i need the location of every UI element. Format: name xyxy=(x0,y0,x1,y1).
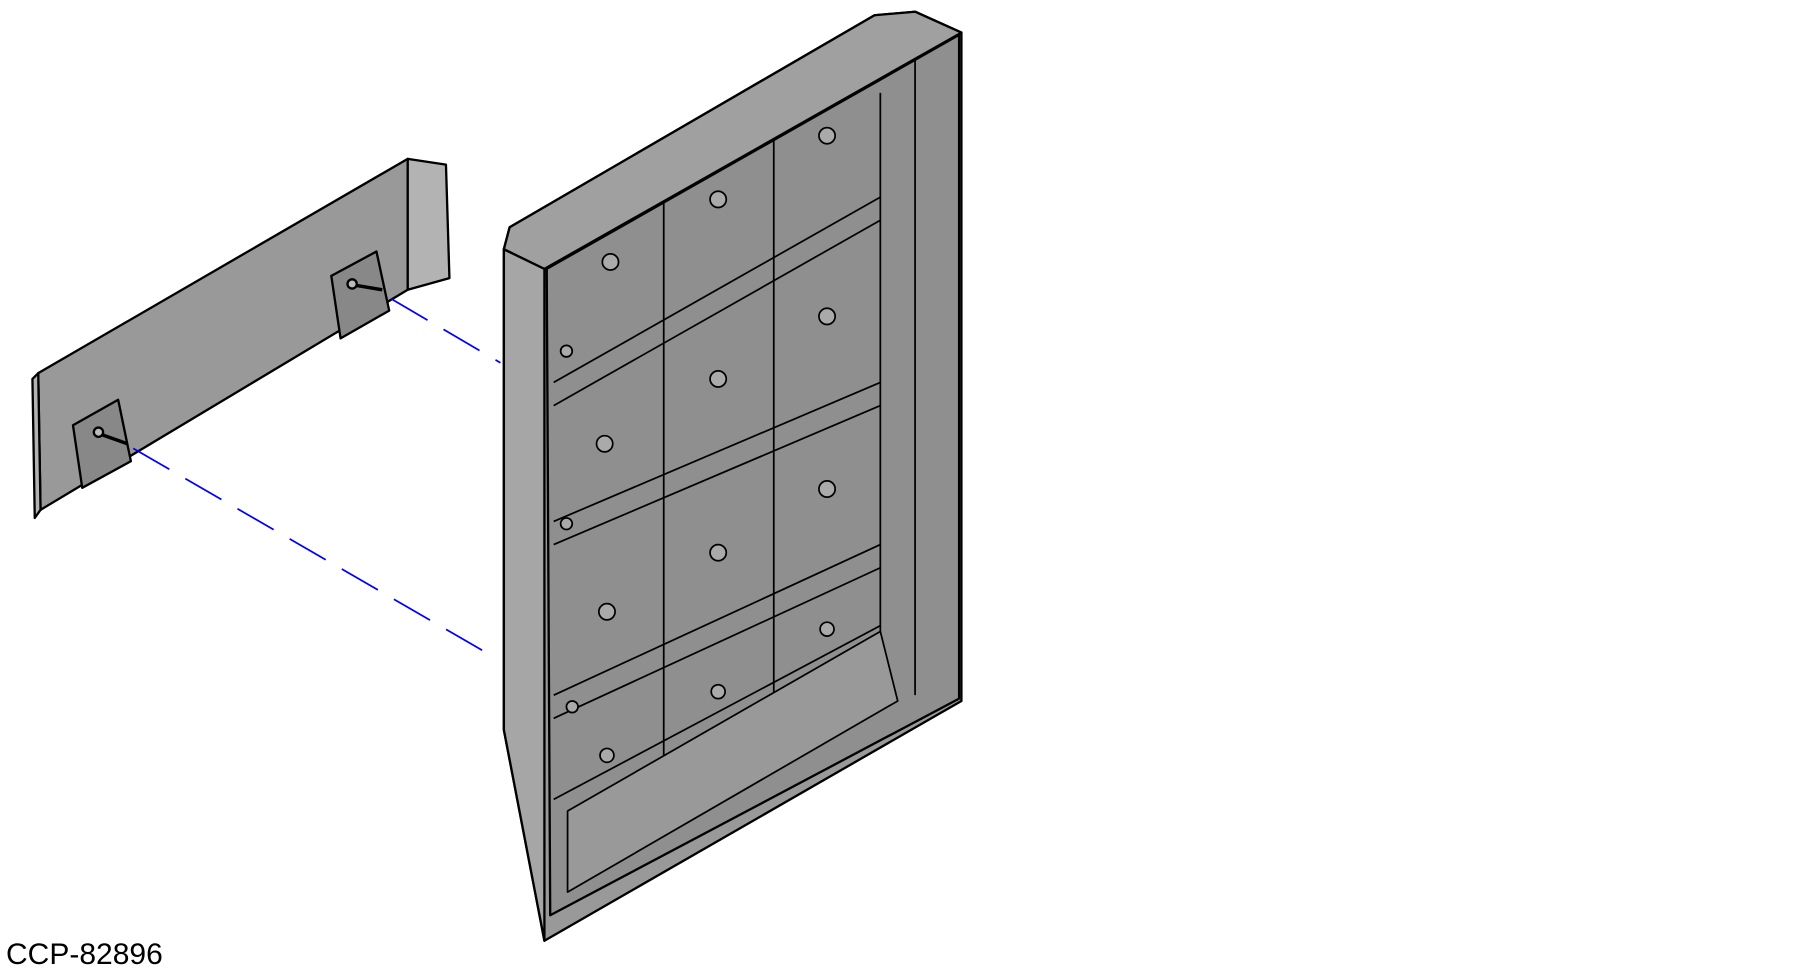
cover-panel xyxy=(31,157,451,520)
alignment-guide-lines xyxy=(132,298,501,659)
tray-bosses xyxy=(559,126,837,764)
mounting-bracket-right xyxy=(330,250,391,340)
part-number-label: CCP-82896 xyxy=(6,938,163,971)
main-tray xyxy=(502,10,963,942)
mounting-bracket-left xyxy=(71,398,133,489)
tray-ribs xyxy=(553,58,916,893)
